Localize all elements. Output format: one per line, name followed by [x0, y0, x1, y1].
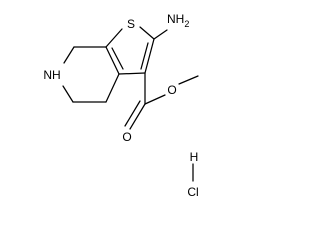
bond-c2-c3-inner	[140, 42, 149, 70]
methyl-ester-group	[124, 72, 199, 130]
piperidine-ring	[62, 46, 120, 103]
bond-c2-c3	[144, 38, 155, 74]
bond-n6-c5	[62, 85, 74, 103]
amino-label-main: NH	[167, 12, 184, 26]
chemical-structure-diagram: S NH2 NH O O H Cl	[43, 12, 199, 199]
chlorine-label: Cl	[187, 185, 198, 199]
bond-carbonyl-double-b	[124, 100, 141, 127]
bond-c7a-s	[105, 28, 123, 48]
bond-c4-c3a	[105, 73, 120, 103]
bond-ester-o-methyl	[178, 75, 199, 85]
bond-s-c2	[139, 26, 155, 40]
ring-nitrogen-label: NH	[43, 68, 60, 82]
hydrogen-label: H	[190, 150, 199, 164]
carbonyl-oxygen-label: O	[122, 130, 131, 144]
thiophene-ring	[105, 26, 155, 75]
bond-carbonyl-c-ester-o	[144, 94, 166, 105]
bond-c3-c3a	[118, 72, 146, 75]
bond-c7-n6	[63, 46, 75, 64]
sulfur-label: S	[127, 17, 135, 31]
bond-c3a-c7a-inner	[111, 47, 124, 70]
ester-oxygen-label: O	[167, 83, 176, 97]
bond-c2-n-amino	[153, 29, 168, 40]
bond-c3a-c7a	[105, 46, 120, 75]
amino-label-subscript: 2	[184, 19, 189, 29]
amino-label: NH2	[167, 12, 189, 29]
bond-carbonyl-double-a	[129, 103, 146, 130]
